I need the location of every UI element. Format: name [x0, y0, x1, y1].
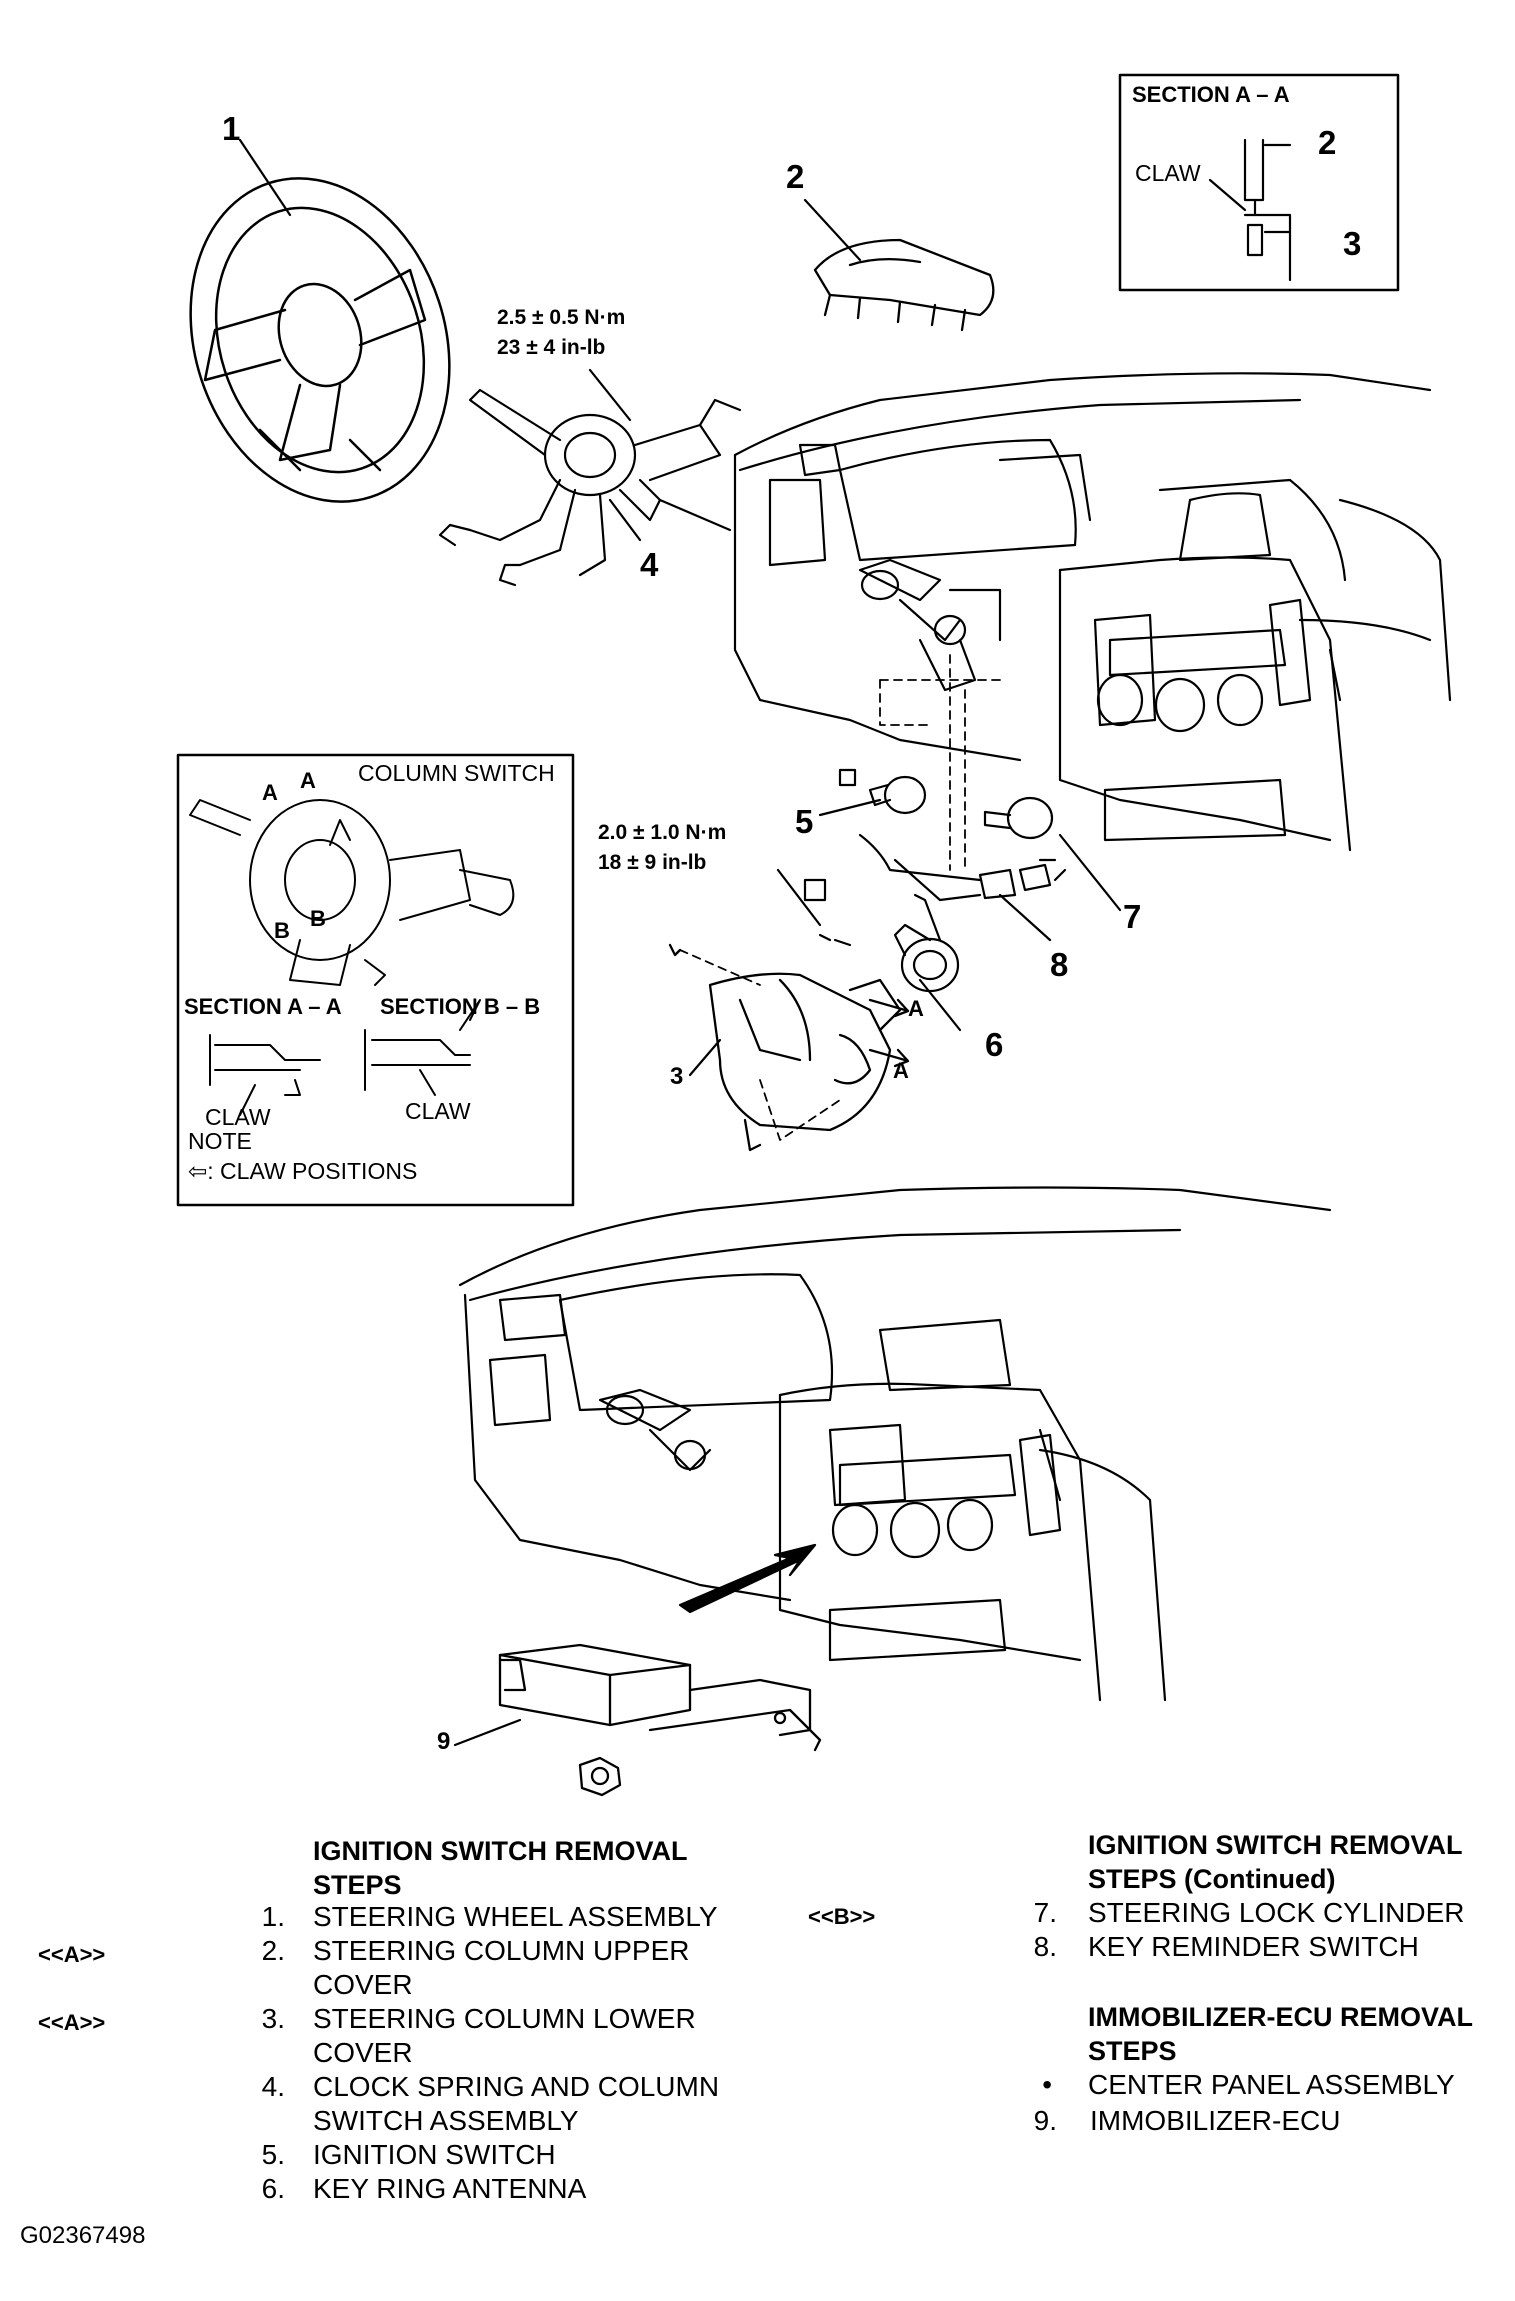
step-7-text: STEERING LOCK CYLINDER — [1088, 1897, 1465, 1928]
step-6-num: 6. — [261, 2173, 285, 2204]
steps-right-heading-2: STEPS (Continued) — [1088, 1864, 1336, 1894]
step-3-text-1: STEERING COLUMN LOWER — [313, 2003, 696, 2034]
leader-8 — [998, 893, 1052, 942]
callout-8: 8 — [1050, 946, 1069, 983]
column-box-b2: B — [310, 906, 326, 931]
column-switch-sketch — [189, 799, 515, 1116]
step-3-text-2: COVER — [313, 2037, 413, 2068]
figure-id: G02367498 — [20, 2222, 146, 2249]
steps-left-heading-2: STEPS — [313, 1870, 402, 1900]
leader-6 — [918, 978, 962, 1032]
callout-5: 5 — [795, 803, 814, 840]
ignition-switch — [838, 768, 927, 815]
ecu-step-9-text: IMMOBILIZER-ECU — [1090, 2105, 1341, 2136]
ecu-heading-2: STEPS — [1088, 2036, 1177, 2066]
arrow-a-lower-label: A — [893, 1058, 909, 1083]
step-6-text: KEY RING ANTENNA — [313, 2173, 587, 2204]
step-7-num: 7. — [1033, 1897, 1057, 1928]
steps-left-heading-1: IGNITION SWITCH REMOVAL — [313, 1836, 688, 1866]
section-a-a-sketch — [1208, 138, 1292, 282]
torque-antenna: 2.0 ± 1.0 N·m 18 ± 9 in-lb — [598, 821, 727, 874]
leader-5 — [818, 798, 882, 817]
step-3-num: 3. — [261, 2003, 285, 2034]
column-box-note: NOTE — [188, 1128, 252, 1154]
step-4: 4. CLOCK SPRING AND COLUMN SWITCH ASSEMB… — [0, 2070, 760, 2138]
step-8-num: 8. — [1033, 1931, 1057, 1962]
leader-7 — [1058, 833, 1122, 912]
guide-lines — [679, 654, 1001, 1141]
callout-3: 3 — [670, 1063, 684, 1090]
section-a-a-title: SECTION A – A — [1132, 82, 1290, 107]
column-box-a1: A — [262, 780, 278, 805]
ecu-step-bullet-text: CENTER PANEL ASSEMBLY — [1088, 2069, 1455, 2100]
step-8-text: KEY REMINDER SWITCH — [1088, 1931, 1419, 1962]
column-switch-box — [176, 753, 575, 1207]
upper-dashboard — [733, 372, 1452, 852]
lower-cover — [668, 943, 902, 1152]
column-box-a2: A — [300, 768, 316, 793]
column-switch-label: COLUMN SWITCH — [358, 760, 555, 786]
callout-1: 1 — [222, 110, 241, 147]
column-box-claw-positions: ⇦: CLAW POSITIONS — [188, 1158, 418, 1184]
step-3: <<A>> 3. STEERING COLUMN LOWER COVER — [0, 2002, 760, 2070]
step-4-text-1: CLOCK SPRING AND COLUMN — [313, 2071, 720, 2102]
ecu-step-9-num: 9. — [1033, 2105, 1057, 2136]
upper-cover — [813, 238, 995, 332]
section-a-a-claw: CLAW — [1135, 160, 1201, 186]
step-2-tag: <<A>> — [38, 1942, 106, 1967]
clock-spring-column-switch — [438, 388, 742, 587]
immobilizer-ecu — [498, 1643, 822, 1797]
step-4-text-2: SWITCH ASSEMBLY — [313, 2105, 579, 2136]
torque-clock-spring: 2.5 ± 0.5 N·m 23 ± 4 in-lb — [497, 306, 626, 359]
steering-wheel — [189, 177, 451, 503]
callout-7: 7 — [1123, 898, 1142, 935]
step-2-num: 2. — [261, 1935, 285, 1966]
step-2-text-1: STEERING COLUMN UPPER — [313, 1935, 690, 1966]
leader-9 — [453, 1718, 522, 1747]
section-a-a-box — [1118, 73, 1400, 292]
column-box-claw-left: CLAW — [205, 1104, 271, 1130]
callout-9: 9 — [437, 1728, 451, 1755]
column-box-section-bb: SECTION B – B — [380, 994, 541, 1019]
step-7-tag: <<B>> — [808, 1904, 876, 1929]
step-2: <<A>> 2. STEERING COLUMN UPPER COVER — [0, 1934, 760, 2002]
leader-torque-1 — [588, 368, 632, 422]
key-reminder-switch — [803, 833, 1067, 902]
leader-4 — [608, 498, 642, 542]
section-a-a-num-3: 3 — [1343, 225, 1362, 262]
steering-lock-cylinder — [983, 796, 1057, 862]
section-a-a-num-2: 2 — [1318, 124, 1337, 161]
ecu-arrow — [678, 1543, 817, 1614]
step-3-tag: <<A>> — [38, 2010, 106, 2035]
leader-3 — [688, 1038, 722, 1077]
callout-2: 2 — [786, 158, 805, 195]
step-1-text: STEERING WHEEL ASSEMBLY — [313, 1901, 718, 1932]
step-2-text-2: COVER — [313, 1969, 413, 2000]
leader-2 — [803, 198, 862, 262]
callout-4: 4 — [640, 546, 659, 583]
ecu-step-bullet-mark: • — [1042, 2069, 1052, 2100]
steps-right-heading-1: IGNITION SWITCH REMOVAL — [1088, 1830, 1463, 1860]
leader-torque-2 — [776, 868, 822, 927]
key-ring-antenna — [818, 893, 960, 993]
callout-6: 6 — [985, 1026, 1004, 1063]
step-5-num: 5. — [261, 2139, 285, 2170]
column-box-b1: B — [274, 918, 290, 943]
column-box-section-aa: SECTION A – A — [184, 994, 342, 1019]
arrow-a-upper-label: A — [908, 996, 924, 1021]
leader-1 — [238, 138, 292, 217]
ecu-heading-1: IMMOBILIZER-ECU REMOVAL — [1088, 2002, 1473, 2032]
step-5-text: IGNITION SWITCH — [313, 2139, 556, 2170]
arrows-a — [868, 998, 910, 1068]
lower-dashboard — [458, 1186, 1332, 1702]
step-4-num: 4. — [261, 2071, 285, 2102]
step-1-num: 1. — [261, 1901, 285, 1932]
column-box-claw-right: CLAW — [405, 1098, 471, 1124]
